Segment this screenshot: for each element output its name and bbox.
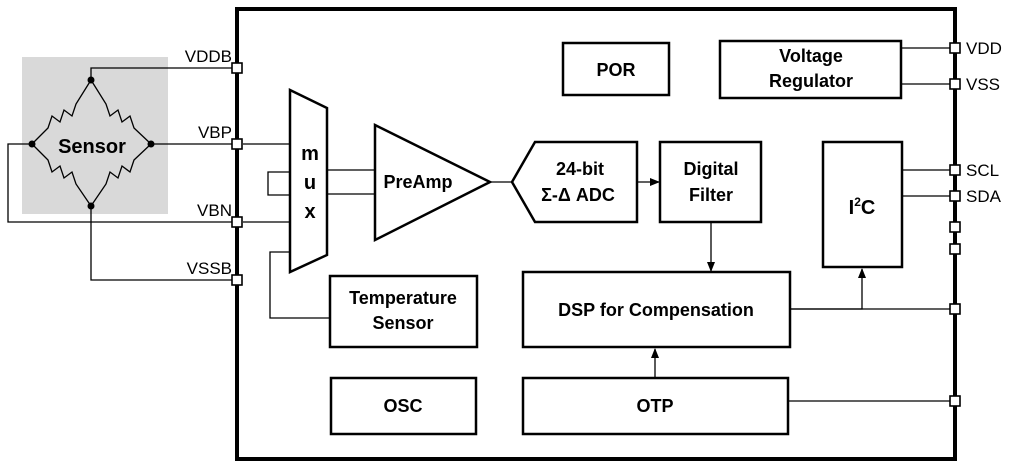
mux-label-x: x [304,201,315,223]
digital-filter-block [658,140,763,224]
wire-temp-to-mux [269,251,330,319]
por-label: POR [596,60,635,80]
pin-unlabeled-2 [949,243,961,255]
pin-label-vbp: VBP [198,123,232,142]
i2c-label-main: I [849,197,855,219]
i2c-label-superscript: 2 [854,195,861,209]
temperature-sensor-block [328,274,479,349]
pin-unlabeled-1 [949,221,961,233]
preamp-block [373,122,493,243]
sensor-bridge: Sensor [22,57,168,214]
mux-label-u: u [304,172,316,194]
adc-label-line2: Σ-Δ ADC [541,185,615,205]
pin-vbn [231,216,243,228]
bridge-resistor-top-right [90,79,152,145]
bridge-resistor-bottom-right [90,143,152,207]
mux-block [288,88,329,274]
pin-vss [949,78,961,90]
voltage-regulator-label-line2: Regulator [769,71,853,91]
adc-block [510,140,639,224]
pin-vdd [949,42,961,54]
pin-label-vddb: VDDB [185,47,232,66]
i2c-label: I2C [849,195,876,219]
osc-block [329,376,478,436]
wire-vbn [7,143,237,223]
dsp-label: DSP for Compensation [558,300,754,320]
preamp-label: PreAmp [383,172,452,192]
sensor-background [22,57,168,214]
osc-label: OSC [383,396,422,416]
pin-label-sda: SDA [966,187,1002,206]
pin-sda [949,190,961,202]
pin-label-vssb: VSSB [187,259,232,278]
i2c-label-tail: C [861,197,875,219]
digital-filter-label-line2: Filter [689,185,733,205]
temperature-sensor-label-line2: Sensor [372,313,433,333]
pin-label-vbn: VBN [197,201,232,220]
wire-vssb [90,206,237,281]
bridge-resistor-bottom-left [31,143,92,207]
pin-label-vdd: VDD [966,39,1002,58]
digital-filter-label-line1: Digital [683,159,738,179]
wire-vddb [90,67,237,80]
otp-label: OTP [636,396,673,416]
pin-label-scl: SCL [966,161,999,180]
pin-scl [949,164,961,176]
voltage-regulator-block [718,39,903,100]
arrow-dsp-to-i2c [790,268,866,310]
mux-label-m: m [301,143,319,165]
otp-block [521,376,790,436]
pin-vddb [231,62,243,74]
pin-vssb [231,274,243,286]
pin-unlabeled-4 [949,395,961,407]
pin-label-vss: VSS [966,75,1000,94]
por-block [561,41,671,97]
bridge-resistor-top-left [31,79,92,145]
temperature-sensor-label-line1: Temperature [349,288,457,308]
i2c-block [821,140,904,269]
adc-label-line1: 24-bit [556,159,604,179]
wire-mux-loop [267,171,290,196]
pin-vbp [231,138,243,150]
dsp-block [521,270,792,349]
sensor-label: Sensor [58,136,126,158]
chip-outline [235,7,957,461]
pin-unlabeled-3 [949,303,961,315]
voltage-regulator-label-line1: Voltage [779,46,843,66]
